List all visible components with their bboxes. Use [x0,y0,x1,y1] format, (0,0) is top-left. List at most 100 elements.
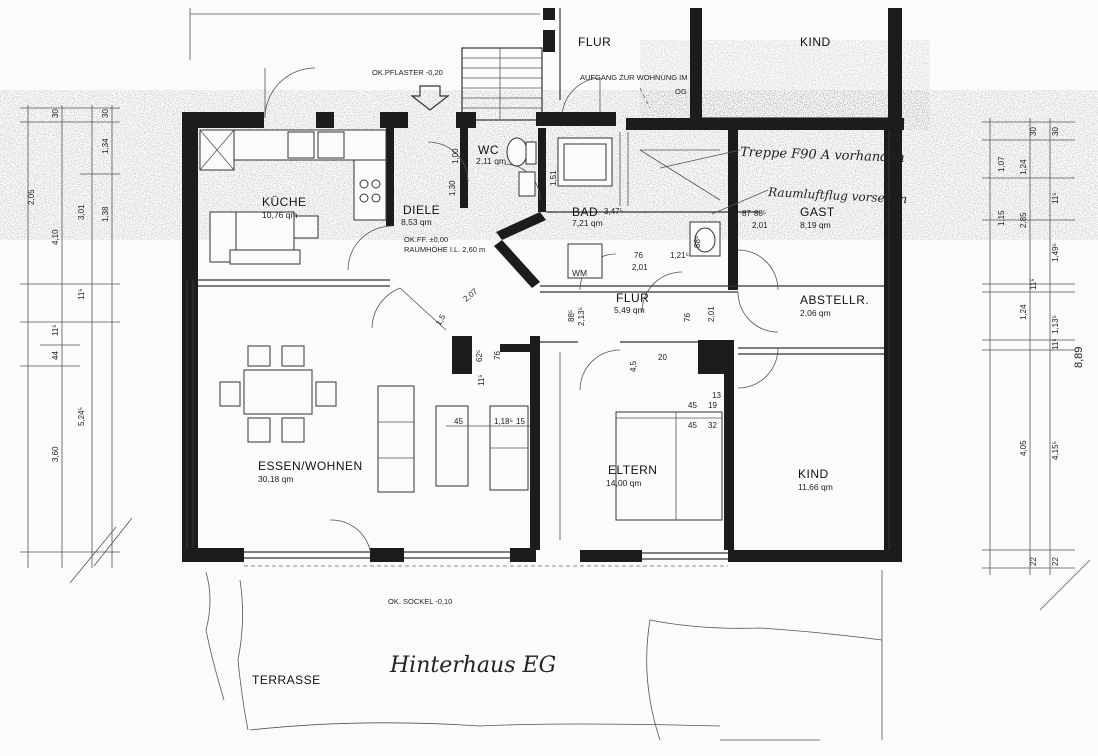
dim-wohn-b: 1,18⁵ [494,417,513,426]
dim-right-a: 1,07 [997,156,1006,172]
dim-right-d: 4,05 [1019,440,1028,456]
dim-left-h: 5,24⁵ [77,407,86,426]
dim-wohn-c: 15 [516,417,525,426]
dim-left-e: 3,01 [77,204,86,220]
dim-left-f: 11⁵ [51,324,60,336]
interior-walls [198,128,884,550]
dim-right-f: 1,24 [1019,159,1028,175]
dim-el-c: 13 [712,391,721,400]
bathroom-fixtures [506,132,721,279]
note-ok-pflaster: OK.PFLASTER -0,20 [372,68,443,77]
dim-diele-a: 1,30 [448,180,457,196]
dim-left-k: 11⁵ [77,288,86,300]
note-aufgang-1: AUFGANG ZUR WOHNUNG IM [580,73,688,82]
dim-right-e: 30 [1029,127,1038,136]
dim-gast-c: 2,01 [752,221,768,230]
handwritten-treppe-note: Treppe F90 A vorhanden [740,145,905,166]
left-dimension-chains: 30 1,34 1,38 30 3,01 11⁵ 44 5,24⁵ 2,05 4… [20,105,133,584]
kitchen-fixtures [199,129,387,265]
dim-bad-small: 1,51 [549,170,558,186]
dim-left-c: 1,38 [101,206,110,222]
room-label-flur-top: FLUR [578,35,611,49]
label-wm: WM [572,268,587,278]
room-area-essen-wohnen: 30,18 qm [258,474,293,484]
dim-left-i: 2,05 [27,189,36,205]
terrace-sketch [205,565,883,741]
dim-right-g: 2,85 [1019,212,1028,228]
outer-walls [182,112,904,562]
dim-wohn-a: 45 [454,417,463,426]
dim-el-f: 45 [688,421,697,430]
dim-right-c: 1,24 [1019,304,1028,320]
room-label-kind: KIND [798,467,829,481]
room-label-gast: GAST [800,205,835,219]
dim-right-b: 1,15 [997,210,1006,226]
dim-gast-b: 88⁵ [754,209,766,218]
dim-right-h: 1,49⁵ [1051,243,1060,262]
dim-el-e: 19 [708,401,717,410]
dim-el-a: 4,5 [629,360,638,372]
interior-dimensions: 1,00 1,30 3,47⁵ 1,51 87 88⁵ 2,01 76 2,01… [434,148,768,430]
note-ok-sockel: OK. SOCKEL -0,10 [388,597,452,606]
room-area-eltern: 14,00 qm [606,478,641,488]
dim-gast-a: 87 [742,209,751,218]
note-okff: OK.FF. ±0,00 [404,235,448,244]
dim-small-c: 11⁵ [477,374,486,386]
dim-small-b: 76 [493,351,502,360]
room-label-kueche: KÜCHE [262,195,307,209]
dim-right-o: 11⁵ [1051,338,1060,350]
dim-right-i: 11⁵ [1029,278,1038,290]
dim-door-a: 88⁵ [567,310,576,322]
room-area-abstellr: 2,06 qm [800,308,831,318]
dim-door-e: 88⁵ [693,236,702,248]
dim-small-a: 62⁵ [475,350,484,362]
room-label-abstellr: ABSTELLR. [800,293,869,307]
dim-diag2: 1,5 [434,312,448,327]
dim-door-b: 2,13⁵ [577,307,586,326]
dim-el-g: 32 [708,421,717,430]
room-area-kind: 11,66 qm [798,482,833,492]
note-raumhoehe: RAUMHÖHE I.L. 2,60 m [404,245,485,254]
room-label-terrasse: TERRASSE [252,673,321,687]
dim-right-j: 1,13⁵ [1051,315,1060,334]
dim-door-d: 2,01 [707,306,716,322]
dim-el-d: 45 [688,401,697,410]
dim-wc-h: 1,00 [451,148,460,164]
dim-left-a: 30 [101,109,110,118]
dim-left-d: 30 [51,109,60,118]
dim-right-l: 22 [1029,557,1038,566]
room-label-wc: WC [478,143,499,157]
room-label-flur: FLUR [616,291,649,305]
dim-el-b: 20 [658,353,667,362]
dim-right-m: 30 [1051,127,1060,136]
room-label-eltern: ELTERN [608,463,657,477]
dim-bad-w: 3,47⁵ [604,207,623,216]
dim-left-l: 3,60 [51,446,60,462]
room-area-flur: 5,49 qm [614,305,645,315]
dim-flur-c: 1,21⁵ [670,251,689,260]
dim-diag: 2,07 [462,286,480,303]
room-label-kind-top: KIND [800,35,831,49]
note-aufgang-2: OG [675,87,687,96]
room-label-essen-wohnen: ESSEN/WOHNEN [258,459,363,473]
dim-flur-b: 2,01 [632,263,648,272]
top-neighbour-area [189,8,902,130]
dim-left-j: 4,10 [51,229,60,245]
room-label-diele: DIELE [403,203,440,217]
room-area-diele: 8,53 qm [401,217,432,227]
dim-right-total: 8,89 [1073,347,1085,368]
dim-left-g: 44 [51,351,60,360]
dim-right-n: 11⁵ [1051,192,1060,204]
room-label-bad: BAD [572,205,598,219]
dim-right-p: 22 [1051,557,1060,566]
dim-door-c: 76 [683,313,692,322]
handwritten-plan-title: Hinterhaus EG [389,653,556,678]
right-dimension-chains: 1,07 1,15 1,24 4,05 30 1,24 2,85 1,49⁵ 1… [982,118,1091,611]
room-area-gast: 8,19 qm [800,220,831,230]
dim-right-k: 4,15⁵ [1051,441,1060,460]
dim-left-b: 1,34 [101,138,110,154]
scan-noise [0,40,1098,240]
room-area-kueche: 10,76 qm [262,210,297,220]
living-furniture [219,345,723,540]
